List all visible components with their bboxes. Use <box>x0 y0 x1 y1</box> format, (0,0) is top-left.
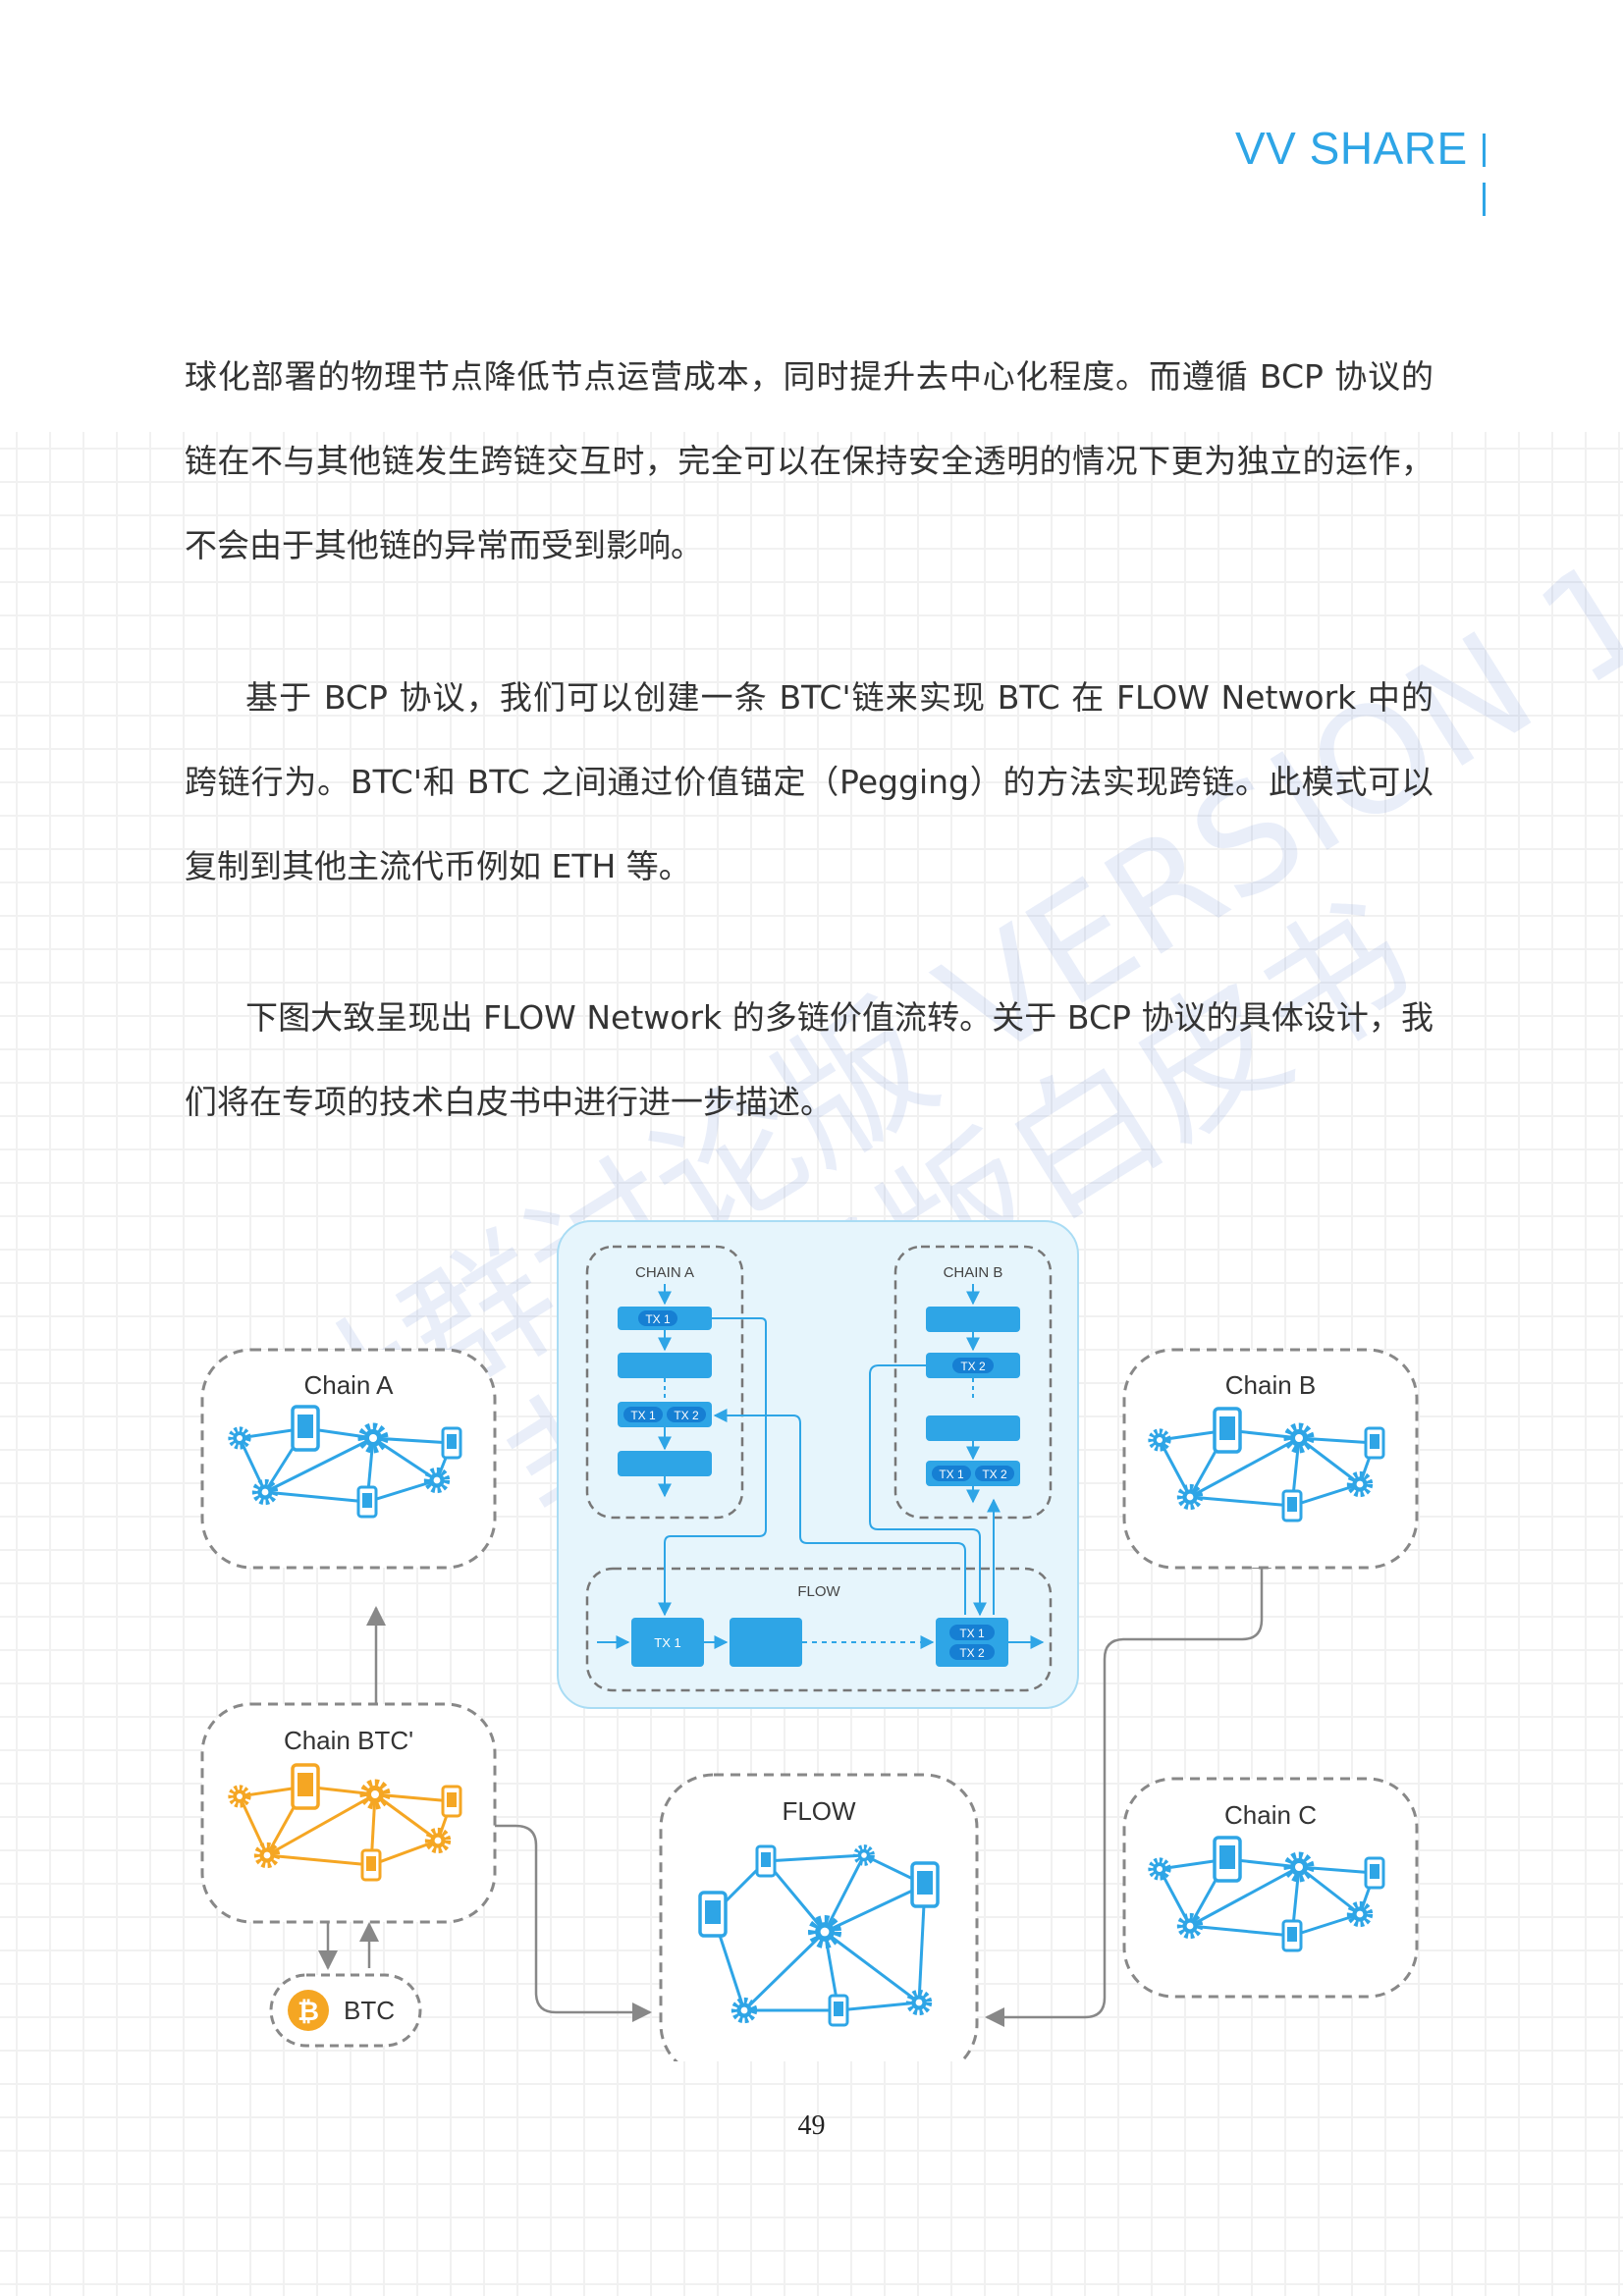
brand-bar-top <box>1483 133 1486 167</box>
detail-chain-b-box <box>893 1245 1053 1520</box>
tx2-label-a3: TX 2 <box>674 1409 699 1422</box>
brand-logo-text: VV SHARE <box>1235 123 1468 174</box>
flow-block-2 <box>730 1618 802 1667</box>
brand-bar-bottom <box>1483 183 1486 216</box>
chain-a-node: Chain A <box>200 1348 497 1570</box>
detail-chain-a-box <box>585 1245 744 1520</box>
tx1-label-flow3: TX 1 <box>959 1627 985 1640</box>
tx1-label-a: TX 1 <box>645 1312 671 1326</box>
btc-title: BTC <box>344 1996 395 2025</box>
page-number: 49 <box>797 2110 826 2141</box>
bitcoin-icon <box>288 1990 329 2031</box>
chain-a-title: Chain A <box>303 1370 394 1400</box>
btc-peg-arrows <box>318 1922 379 1970</box>
detail-panel: CHAIN A TX 1 TX 1 TX 2 CHAIN B TX 2 TX 1… <box>557 1220 1079 1709</box>
multichain-diagram: CHAIN A TX 1 TX 1 TX 2 CHAIN B TX 2 TX 1… <box>200 1220 1419 2061</box>
detail-chain-b-label: CHAIN B <box>944 1264 1003 1281</box>
paragraph-2: 基于 BCP 协议，我们可以创建一条 BTC'链来实现 BTC 在 FLOW N… <box>185 678 1434 885</box>
chain-c-node: Chain C <box>1122 1777 1419 1999</box>
detail-chain-a-label: CHAIN A <box>635 1264 694 1281</box>
block-b1 <box>926 1307 1020 1332</box>
chain-btc-prime-title: Chain BTC' <box>284 1726 413 1755</box>
tx2-label-flow3: TX 2 <box>959 1646 985 1660</box>
flow-node: FLOW <box>659 1773 979 2061</box>
tx2-label-b: TX 2 <box>960 1360 986 1373</box>
chain-btc-prime-node: Chain BTC' <box>200 1702 497 1924</box>
tx1-label-b4: TX 1 <box>939 1468 964 1481</box>
btc-node: ₿ BTC <box>269 1973 422 2048</box>
svg-text:₿: ₿ <box>298 1997 319 2026</box>
tx1-label-flow: TX 1 <box>654 1635 680 1650</box>
detail-flow-label: FLOW <box>797 1583 840 1600</box>
block-b3 <box>926 1415 1020 1441</box>
tx1-label-a3: TX 1 <box>630 1409 656 1422</box>
block-a2 <box>618 1353 712 1378</box>
block-a4 <box>618 1451 712 1476</box>
tx2-label-b4: TX 2 <box>982 1468 1007 1481</box>
flow-title: FLOW <box>782 1796 856 1826</box>
chain-b-title: Chain B <box>1225 1370 1317 1400</box>
paragraph-3: 下图大致呈现出 FLOW Network 的多链价值流转。关于 BCP 协议的具… <box>185 998 1434 1121</box>
chain-b-node: Chain B <box>1122 1348 1419 1570</box>
chain-c-title: Chain C <box>1224 1800 1317 1830</box>
paragraph-1: 球化部署的物理节点降低节点运营成本，同时提升去中心化程度。而遵循 BCP 协议的… <box>185 357 1434 564</box>
